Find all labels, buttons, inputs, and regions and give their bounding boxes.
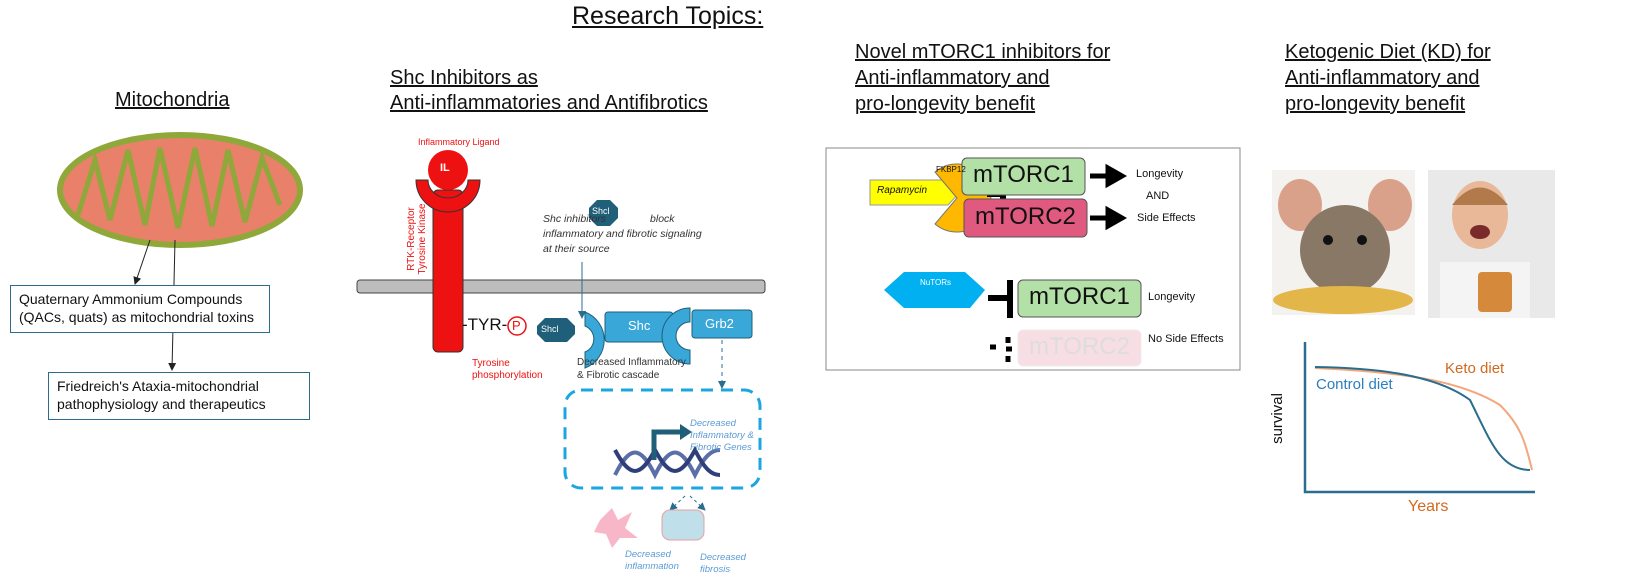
transcription-arrow	[651, 429, 680, 460]
years-xlabel: Years	[1408, 498, 1449, 515]
rtk-receptor	[432, 189, 464, 353]
note-part-a: Shc inhibitors	[543, 213, 607, 225]
shcl-octagon	[537, 318, 575, 342]
cascade-line1: Decreased Inflammatory	[577, 357, 686, 368]
mtorc2-label: mTORC2	[975, 203, 1076, 230]
mtorc-heading-line2: Anti-inflammatory and	[855, 67, 1050, 89]
fibrosis-label: Decreased fibrosis	[700, 552, 746, 576]
shc-cup	[584, 311, 605, 369]
tyr-phos-line1: Tyrosine	[472, 358, 510, 369]
man-photo	[1428, 170, 1555, 318]
genes-label: Decreased Inflammatory & Fibrotic Genes	[690, 418, 754, 454]
shcl-octagon-top	[589, 200, 618, 226]
survival-ylabel: survival	[1268, 393, 1286, 444]
control-curve	[1314, 366, 1531, 471]
fibrosis-tissue-icon	[661, 509, 705, 541]
control-diet-label: Control diet	[1316, 376, 1393, 393]
rtk-line1: RTK-Receptor	[406, 207, 417, 271]
shcl-label-top: Shcl	[592, 206, 610, 216]
kd-heading-line1: Ketogenic Diet (KD) for	[1285, 41, 1491, 63]
mtorc1-label: mTORC1	[973, 161, 1074, 188]
dashed-inhibit	[990, 337, 1012, 362]
shc-heading-line2: Anti-inflammatories and Antifibrotics	[390, 92, 708, 114]
fibrosis-line1: Decreased	[700, 552, 746, 563]
nutors-shape	[884, 272, 985, 308]
fkbp12-label: FKBP12	[936, 165, 966, 174]
note-line3: at their source	[543, 243, 610, 255]
grb2-label: Grb2	[705, 316, 734, 331]
cascade-line2: & Fibrotic cascade	[577, 370, 660, 381]
mouse-photo	[1272, 170, 1415, 315]
and-label: AND	[1146, 190, 1170, 202]
kd-heading-line3: pro-longevity benefit	[1285, 93, 1466, 115]
shc-inhibitor-note: Shc inhibitors block inflammatory and fib…	[543, 212, 702, 257]
side-effects-label: Side Effects	[1137, 212, 1196, 224]
mtorc2-box	[963, 198, 1088, 238]
ligand-label: Inflammatory Ligand	[418, 137, 500, 147]
longevity-label: Longevity	[1136, 168, 1184, 180]
mtorc-heading-line1: Novel mTORC1 inhibitors for	[855, 41, 1111, 63]
inhibit-bar-2	[988, 280, 1013, 318]
il-ligand	[428, 150, 468, 190]
arrow-side-effects	[1090, 205, 1128, 231]
page-title: Research Topics:	[572, 2, 764, 30]
receptor-cup	[415, 179, 481, 213]
dna-icon	[613, 445, 721, 480]
mitochondria-heading: Mitochondria	[115, 89, 230, 111]
kd-heading-line2: Anti-inflammatory and	[1285, 67, 1480, 89]
note-part-b: block	[650, 213, 675, 225]
inflammation-line2: inflammation	[625, 561, 679, 572]
no-side-effects-label: No Side Effects	[1148, 333, 1224, 345]
shcl-label: Shcl	[541, 324, 559, 334]
cascade-label: Decreased Inflammatory & Fibrotic cascad…	[577, 356, 686, 382]
il-label: IL	[440, 162, 450, 174]
mitochondrion-illustration	[57, 132, 303, 248]
mtorc2-faded-label: mTORC2	[1029, 333, 1130, 360]
genes-line1: Decreased	[690, 418, 736, 429]
inflammation-cell-icon	[594, 508, 638, 548]
arrow-to-qacs	[133, 239, 151, 285]
keto-diet-label: Keto diet	[1445, 360, 1505, 377]
phosphate-label: P	[512, 318, 521, 333]
inflammation-line1: Decreased	[625, 549, 671, 560]
survival-axes	[1303, 342, 1535, 494]
rapamycin-shape	[869, 179, 961, 206]
phosphate-circle	[507, 316, 527, 336]
gene-box	[563, 388, 762, 490]
shc-heading-line1: Shc Inhibitors as	[390, 67, 538, 89]
note-line2: inflammatory and fibrotic signaling	[543, 228, 702, 240]
rapamycin-label: Rapamycin	[877, 185, 928, 196]
tyr-phos-line2: phosphorylation	[472, 370, 543, 381]
arrow-longevity	[1090, 163, 1128, 189]
tyrosine-phosphorylation-label: Tyrosine phosphorylation	[472, 358, 543, 382]
mtorc1-box-2	[1017, 279, 1142, 318]
longevity-label-2: Longevity	[1148, 291, 1196, 303]
rtk-line2: Tyrosine Kinase	[417, 203, 428, 275]
grb2-box	[691, 309, 753, 339]
rtk-label: RTK-Receptor Tyrosine Kinase	[406, 194, 428, 284]
shc-label: Shc	[628, 318, 651, 333]
inflammation-label: Decreased inflammation	[625, 549, 679, 573]
fibrosis-line2: fibrosis	[700, 564, 731, 575]
nutors-label: NuTORs	[920, 278, 951, 287]
qacs-box: Quaternary Ammonium Compounds (QACs, qua…	[10, 285, 270, 333]
mtorc1-box	[961, 157, 1086, 196]
friedreich-box: Friedreich's Ataxia-mitochondrial pathop…	[48, 372, 310, 420]
genes-line2: Inflammatory &	[690, 430, 754, 441]
mtorc1-label-2: mTORC1	[1029, 283, 1130, 310]
mtorc2-faded-box	[1017, 329, 1142, 367]
grb2-cup	[661, 307, 691, 365]
tyr-label: -TYR-	[462, 315, 508, 334]
mtorc-panel-frame	[825, 147, 1241, 371]
keto-curve	[1314, 367, 1533, 471]
genes-line3: Fibrotic Genes	[690, 442, 752, 453]
mtorc-heading-line3: pro-longevity benefit	[855, 93, 1036, 115]
